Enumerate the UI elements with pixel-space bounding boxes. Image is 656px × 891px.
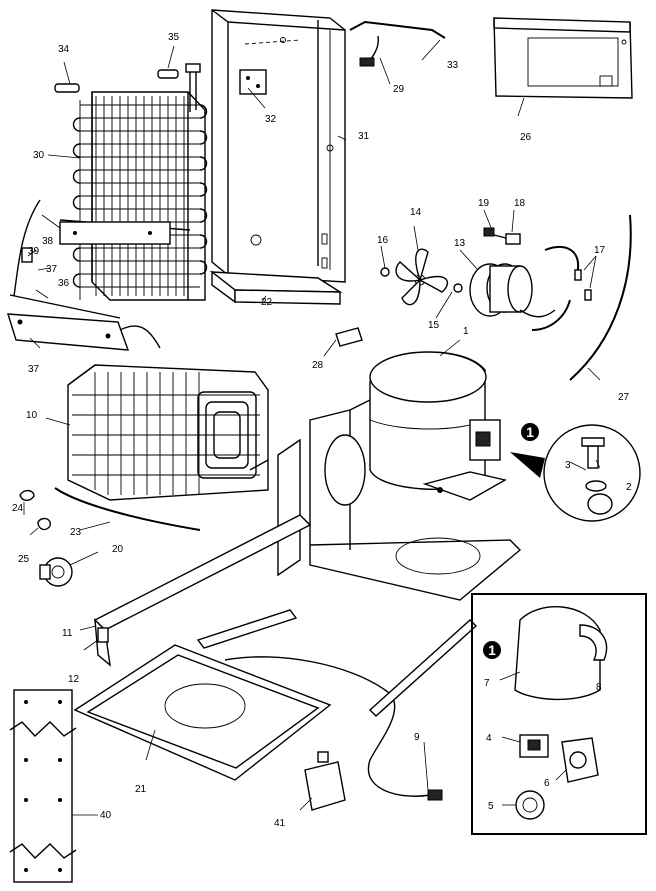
svg-text:1: 1 [488, 642, 496, 658]
callout-3: 3 [565, 460, 571, 471]
callout-34: 34 [58, 44, 70, 55]
cabinet-panel [9, 689, 77, 883]
callout-27: 27 [618, 392, 630, 403]
callout-19: 19 [478, 198, 490, 209]
marker-1-inset: 1 [483, 641, 501, 659]
callout-11: 11 [62, 628, 73, 639]
coil-clip-35 [157, 69, 179, 79]
clip-25 [37, 517, 51, 531]
callout-1: 1 [463, 326, 469, 337]
power-cord [224, 656, 443, 801]
suction-tube [54, 487, 201, 531]
callout-20: 20 [112, 544, 124, 555]
callout-41: 41 [274, 818, 286, 829]
fan-grommet [483, 227, 521, 245]
callout-22: 22 [261, 297, 273, 308]
mount-detail [510, 424, 641, 522]
condenser-bracket [7, 313, 161, 351]
condenser-coil [59, 63, 208, 301]
coil-clip-34 [54, 83, 80, 93]
callout-32: 32 [265, 114, 277, 125]
callout-14: 14 [410, 207, 422, 218]
fan-washer-16 [380, 267, 390, 277]
compressor [369, 351, 507, 501]
callout-30: 30 [33, 150, 45, 161]
callout-25: 25 [18, 554, 30, 565]
callout-8: 8 [596, 682, 602, 693]
callout-29: 29 [393, 84, 405, 95]
defrost-timer [39, 557, 73, 587]
callout-7: 7 [484, 678, 490, 689]
callout-36: 36 [58, 278, 70, 289]
drain-tube [569, 214, 632, 381]
callout-28: 28 [312, 360, 324, 371]
callout-18: 18 [514, 198, 526, 209]
condenser-tube [196, 609, 478, 717]
inset-box [471, 593, 647, 835]
callout-21: 21 [135, 784, 147, 795]
callout-10: 10 [26, 410, 38, 421]
back-panel [211, 9, 346, 283]
callout-6: 6 [544, 778, 550, 789]
svg-text:1: 1 [526, 424, 534, 440]
access-cover [493, 17, 633, 99]
callout-33: 33 [447, 60, 459, 71]
callout-40: 40 [100, 810, 112, 821]
callout-35: 35 [168, 32, 180, 43]
fan-washer-15 [453, 283, 463, 293]
callout-24: 24 [12, 503, 24, 514]
callout-12: 12 [68, 674, 80, 685]
base-rail [93, 514, 312, 667]
fan-blade [395, 248, 449, 306]
condenser-tubing [9, 199, 121, 319]
leader-lines [23, 39, 601, 816]
drier [335, 327, 363, 347]
callout-38: 38 [42, 236, 54, 247]
callout-5: 5 [488, 801, 494, 812]
drain-pan [73, 644, 332, 781]
callout-labels: 34 35 29 33 26 32 31 30 38 39 37 36 37 2… [12, 32, 632, 829]
fan-motor [469, 263, 556, 318]
callout-4: 4 [486, 733, 492, 744]
callout-26: 26 [520, 132, 532, 143]
callout-15: 15 [428, 320, 440, 331]
callout-37-lower: 37 [28, 364, 40, 375]
evaporator [67, 364, 269, 501]
callout-16: 16 [377, 235, 389, 246]
fan-bracket [531, 245, 592, 331]
callout-13: 13 [454, 238, 466, 249]
defrost-drain-tray [209, 270, 343, 305]
callout-2: 2 [626, 482, 632, 493]
compressor-base [277, 399, 522, 601]
thermostat-lead [349, 20, 446, 67]
callout-9: 9 [414, 732, 420, 743]
callout-39: 39 [28, 246, 40, 257]
callout-31: 31 [358, 131, 370, 142]
callout-17: 17 [594, 245, 606, 256]
callout-37-upper: 37 [46, 264, 58, 275]
capacitor [304, 751, 346, 811]
clip-24 [19, 489, 35, 502]
callout-23: 23 [70, 527, 82, 538]
marker-1-compressor: 1 [521, 423, 539, 441]
